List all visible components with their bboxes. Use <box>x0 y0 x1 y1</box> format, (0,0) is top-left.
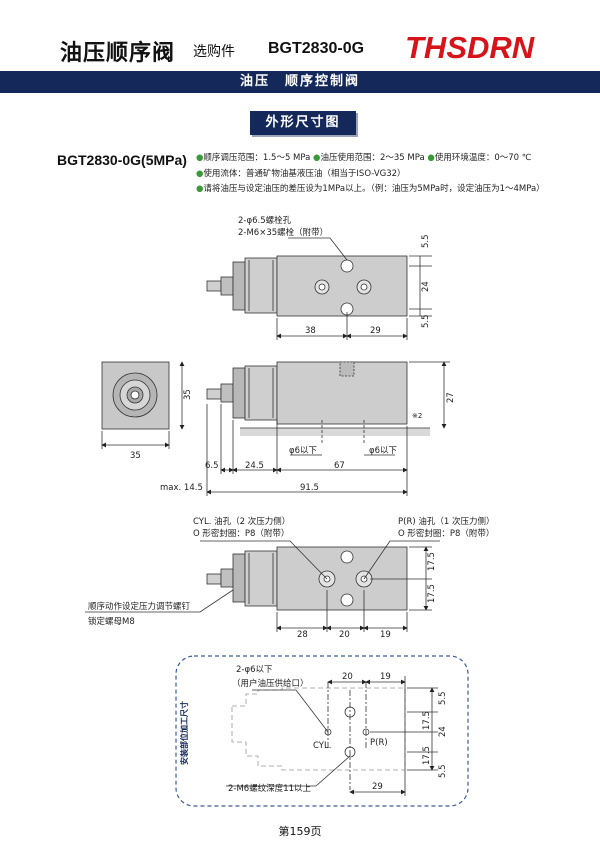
page-number: 第159页 <box>278 825 322 838</box>
product-model-pressure: BGT2830-0G(5MPa) <box>57 152 187 168</box>
mount-hole-note: 2-φ6以下 <box>236 665 273 675</box>
bullet-icon: ● <box>313 153 321 163</box>
page-title: 油压顺序阀 <box>60 41 176 66</box>
dim-28: 28 <box>297 630 308 640</box>
mount-dim-5-5-top: 5.5 <box>438 691 448 705</box>
spec-item: 油压使用范围：2～35 MPa <box>320 153 425 163</box>
side-view <box>206 361 450 496</box>
cyl-port-label: CYL. 油孔（2 次压力侧） <box>193 516 290 527</box>
mount-dim-19: 19 <box>380 672 391 682</box>
mount-dim-20: 20 <box>342 672 353 682</box>
dim-phi6-right: φ6以下 <box>369 446 398 456</box>
dim-20: 20 <box>339 630 350 640</box>
brand-logo: THSDRN <box>405 30 535 65</box>
dim-19: 19 <box>380 630 391 640</box>
dim-67: 67 <box>334 461 345 471</box>
note-hole: 2-φ6.5螺栓孔 <box>238 215 292 226</box>
lock-nut-label: 锁定螺母M8 <box>88 616 135 627</box>
spec-item: 请将油压与设定油压的差压设为1MPa以上。（例：油压为5MPa时，设定油压为1～… <box>203 184 545 194</box>
mount-dim-24: 24 <box>438 726 448 737</box>
spec-list: ●顺序调压范围：1.5～5 MPa ●油压使用范围：2～35 MPa ●使用环境… <box>196 151 545 198</box>
p-seal-label: O 形密封圈：P8（附带） <box>398 528 494 539</box>
spec-row-1: ●顺序调压范围：1.5～5 MPa ●油压使用范围：2～35 MPa ●使用环境… <box>196 151 545 167</box>
end-view <box>101 361 185 449</box>
top-view <box>206 237 432 340</box>
adjust-screw-label: 顺序动作设定压力调节螺钉 <box>88 601 191 612</box>
mount-hole-sub: （用户油压供给口） <box>232 678 309 689</box>
mounting-face-view <box>175 655 469 807</box>
note-bolt: 2-M6×35螺栓（附带） <box>238 227 328 238</box>
p-port-label: P(R) 油孔（1 次压力侧） <box>398 516 494 527</box>
mount-dim-17-5-top: 17.5 <box>422 711 432 730</box>
dim-17-5-bottom: 17.5 <box>427 584 437 603</box>
mount-cyl-label: CYL. <box>313 741 331 751</box>
spec-row-3: ●请将油压与设定油压的差压设为1MPa以上。（例：油压为5MPa时，设定油压为1… <box>196 182 545 198</box>
spec-row-2: ●使用流体：普通矿物油基液压油（相当于ISO-VG32） <box>196 167 545 183</box>
mount-dim-29: 29 <box>372 782 383 792</box>
model-number: BGT2830-0G <box>268 40 365 57</box>
page-subtitle: 选购件 <box>193 44 235 60</box>
bullet-icon: ● <box>196 184 204 194</box>
category-banner: 油压 顺序控制阀 <box>0 71 600 93</box>
dim-91-5: 91.5 <box>300 483 319 493</box>
dim-27: 27 <box>446 392 456 403</box>
dim-24-5: 24.5 <box>245 461 264 471</box>
bullet-icon: ● <box>427 153 435 163</box>
mount-dim-17-5-bottom: 17.5 <box>422 746 432 765</box>
mount-pr-label: P(R) <box>370 738 388 748</box>
dim-17-5-top: 17.5 <box>427 552 437 571</box>
dim-29: 29 <box>370 326 381 336</box>
spec-item: 使用流体：普通矿物油基液压油（相当于ISO-VG32） <box>203 168 406 179</box>
dim-6-5: 6.5 <box>205 461 219 471</box>
surface-finish-mark: ※2 <box>412 412 422 420</box>
dim-35-height: 35 <box>183 389 193 400</box>
spec-item: 顺序调压范围：1.5～5 MPa <box>203 153 311 163</box>
dim-24: 24 <box>421 281 431 292</box>
bullet-icon: ● <box>196 168 204 179</box>
bullet-icon: ● <box>196 153 204 163</box>
mount-dim-5-5-bottom: 5.5 <box>438 764 448 778</box>
dim-35-width: 35 <box>130 451 141 461</box>
mounting-side-label: 安装部位加工尺寸 <box>179 701 189 765</box>
mount-thread-note: 2-M6螺纹深度11以上 <box>228 783 312 794</box>
port-view <box>85 540 440 632</box>
dim-5-5-top: 5.5 <box>421 234 431 248</box>
spec-item: 使用环境温度：0～70 ℃ <box>434 153 532 163</box>
dim-max-14-5: max. 14.5 <box>160 483 203 493</box>
cyl-seal-label: O 形密封圈：P8（附带） <box>193 528 289 539</box>
dim-5-5-bottom: 5.5 <box>421 314 431 328</box>
dim-38: 38 <box>305 326 316 336</box>
dim-phi6-left: φ6以下 <box>289 446 318 456</box>
section-heading: 外形尺寸图 <box>250 111 356 135</box>
